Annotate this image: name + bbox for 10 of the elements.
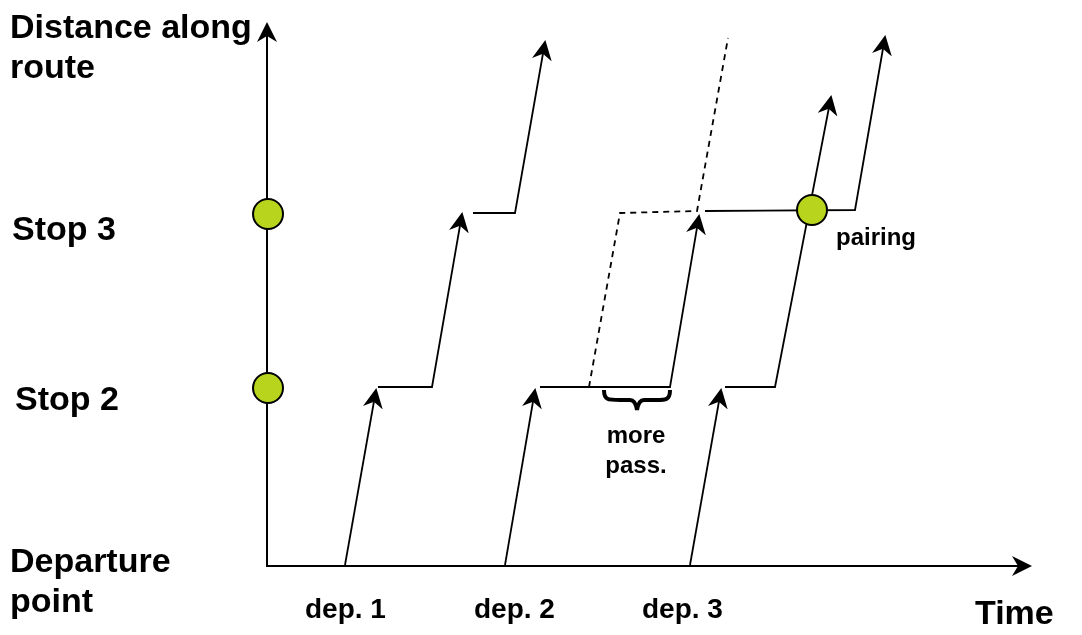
axis-label: Distance along route [10, 6, 253, 86]
stop-label: Stop 3 [12, 208, 116, 248]
departure-label: dep. 2 [474, 592, 555, 626]
axis-label: Departure point [10, 540, 172, 620]
stop-label: Stop 2 [15, 378, 119, 418]
annotation-text: more pass. [604, 420, 668, 480]
departure-label: dep. 1 [305, 592, 386, 626]
annotation-text: pairing [836, 222, 916, 252]
departure-label: dep. 3 [642, 592, 723, 626]
axis-label: Time [975, 592, 1054, 632]
